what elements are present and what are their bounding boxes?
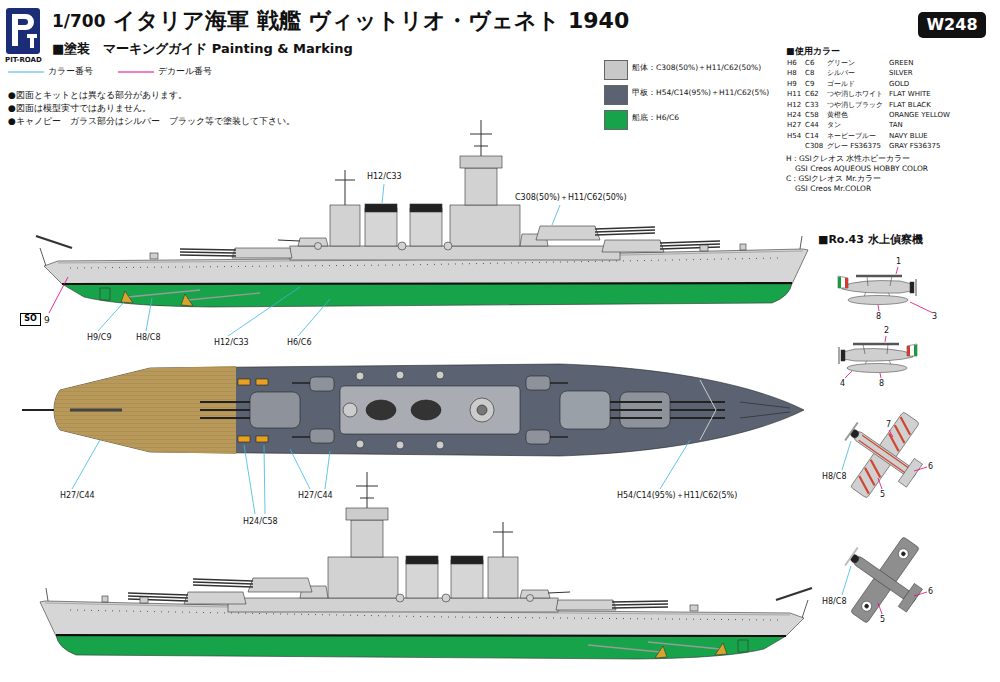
legend-swatch [604, 60, 628, 80]
color-callout: H12/C33 [367, 172, 402, 181]
page-title: イタリア海軍 戦艦 ヴィットリオ・ヴェネト 1940 [113, 8, 629, 33]
legend-text: 船底：H6/C6 [632, 114, 679, 123]
table-cell: ORANGE YELLOW [889, 111, 950, 119]
table-cell: グレー FS36375 [827, 142, 881, 150]
table-cell: C58 [805, 111, 819, 119]
scale-text: 1/700 [52, 12, 106, 32]
table-cell: C6 [805, 59, 814, 67]
table-note: GSI Creos Mr.COLOR [795, 185, 871, 194]
table-cell: グリーン [827, 59, 855, 67]
table-cell: H12 [787, 101, 801, 109]
decal-number: 8 [879, 379, 884, 388]
color-callout: H27/C44 [60, 491, 95, 500]
table-cell: GRAY FS36375 [889, 142, 940, 150]
ship-side-view-starboard [40, 472, 812, 659]
table-cell: 黄橙色 [827, 111, 848, 119]
decal-number: 4 [840, 379, 845, 388]
color-leader-lines [72, 184, 851, 595]
color-callout: H8/C8 [822, 597, 846, 606]
seaplane-bottom-view [825, 519, 941, 639]
color-callout: H54/C14(95%)＋H11/C62(5%) [617, 491, 737, 500]
table-cell: ネービーブルー [827, 132, 876, 140]
seaplane-top-view [825, 394, 941, 514]
table-cell: H11 [787, 90, 801, 98]
table-cell: つや消しブラック [827, 101, 883, 109]
decal-number-line-sample [118, 71, 154, 72]
table-cell: H54 [787, 132, 801, 140]
seaplane-side-view-mirror [839, 344, 917, 373]
decal-number: 6 [928, 462, 933, 471]
table-cell: シルバー [827, 69, 855, 77]
decal-number: 2 [884, 326, 889, 335]
table-cell: GREEN [889, 59, 913, 67]
code-badge: W248 [918, 12, 986, 38]
legend-text: デカール番号 [158, 66, 212, 76]
decal-number: 9 [44, 315, 50, 325]
aircraft-heading: ■Ro.43 水上偵察機 [818, 234, 923, 247]
table-cell: C14 [805, 132, 819, 140]
decal-number: 5 [880, 615, 885, 624]
note-text: ●図面は模型実寸ではありません。 [8, 103, 151, 113]
ship-side-view [36, 120, 808, 307]
color-callout: H8/C8 [822, 472, 846, 481]
table-cell: H6 [787, 59, 797, 67]
table-cell: C33 [805, 101, 819, 109]
decal-number: 7 [886, 420, 891, 429]
table-cell: FLAT WHITE [889, 90, 931, 98]
table-cell: H9 [787, 80, 797, 88]
table-cell: C8 [805, 69, 814, 77]
legend-text: カラー番号 [48, 66, 93, 76]
table-note: C : GSIクレオス Mr.カラー [786, 175, 881, 184]
table-cell: C44 [805, 121, 819, 129]
table-cell: つや消しホワイト [827, 90, 883, 98]
color-number-line-sample [8, 71, 44, 72]
box-text: SO [24, 315, 37, 324]
legend-text: 甲板：H54/C14(95%)＋H11/C62(5%) [632, 89, 769, 98]
color-callout: C308(50%)＋H11/C62(50%) [515, 193, 627, 202]
table-cell: SILVER [889, 69, 913, 77]
table-cell: NAVY BLUE [889, 132, 928, 140]
table-cell: H27 [787, 121, 801, 129]
decal-number: 8 [876, 312, 881, 321]
table-cell: H8 [787, 69, 797, 77]
table-cell: C308 [805, 142, 823, 150]
color-callout: H27/C44 [298, 491, 333, 500]
table-heading: ■使用カラー [786, 46, 840, 56]
color-callout: H24/C58 [243, 517, 278, 526]
decal-number: 1 [896, 257, 901, 266]
table-cell: GOLD [889, 80, 909, 88]
brand-name: PIT-ROAD [5, 56, 42, 64]
table-note: GSI Creos AQUEOUS HOBBY COLOR [795, 165, 928, 174]
table-cell: FLAT BLACK [889, 101, 931, 109]
legend-text: 船体：C308(50%)＋H11/C62(50%) [632, 64, 761, 73]
table-cell: C62 [805, 90, 819, 98]
note-text: ●キャノピー ガラス部分はシルバー ブラック等で塗装して下さい。 [8, 116, 295, 126]
decal-leader-lines [49, 267, 933, 614]
table-cell: C9 [805, 80, 814, 88]
legend-swatch [604, 85, 628, 105]
seaplane-side-view [838, 276, 916, 305]
legend-swatch [604, 110, 628, 130]
color-callout: H9/C9 [87, 333, 111, 342]
brand-logo [6, 8, 40, 54]
table-cell: H24 [787, 111, 801, 119]
section-heading: ■塗装 マーキングガイド Painting & Marking [52, 42, 353, 57]
box-text: W248 [926, 16, 977, 34]
color-callout: H8/C8 [136, 333, 160, 342]
decal-number: 6 [928, 587, 933, 596]
table-cell: タン [827, 121, 841, 129]
decal-number: 3 [932, 312, 937, 321]
table-note: H : GSIクレオス 水性ホビーカラー [786, 155, 910, 164]
color-callout: H6/C6 [287, 338, 311, 347]
table-cell: ゴールド [827, 80, 855, 88]
note-text: ●図面とキットとは異なる部分があります。 [8, 90, 187, 100]
color-callout: H12/C33 [214, 338, 249, 347]
table-cell: TAN [889, 121, 903, 129]
decal-number: 5 [880, 490, 885, 499]
decal-box: SO [20, 313, 41, 326]
